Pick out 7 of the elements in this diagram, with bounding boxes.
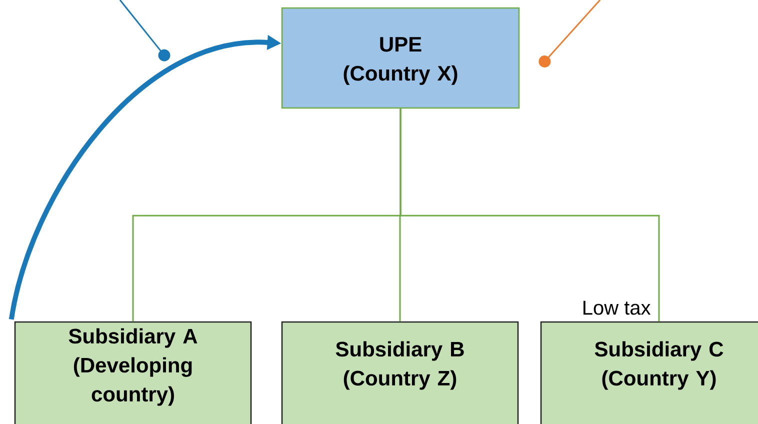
org-box: UPE (Country X): [281, 7, 520, 109]
connector-line: [400, 108, 660, 322]
beside-label: Low tax: [584, 300, 651, 315]
org-box: Subsidiary A (Developing country): [14, 321, 252, 424]
org-box: Subsidiary B (Country Z): [281, 321, 519, 424]
org-box: Subsidiary C (Country Y): [540, 321, 758, 424]
leader-line: [538, 0, 601, 68]
